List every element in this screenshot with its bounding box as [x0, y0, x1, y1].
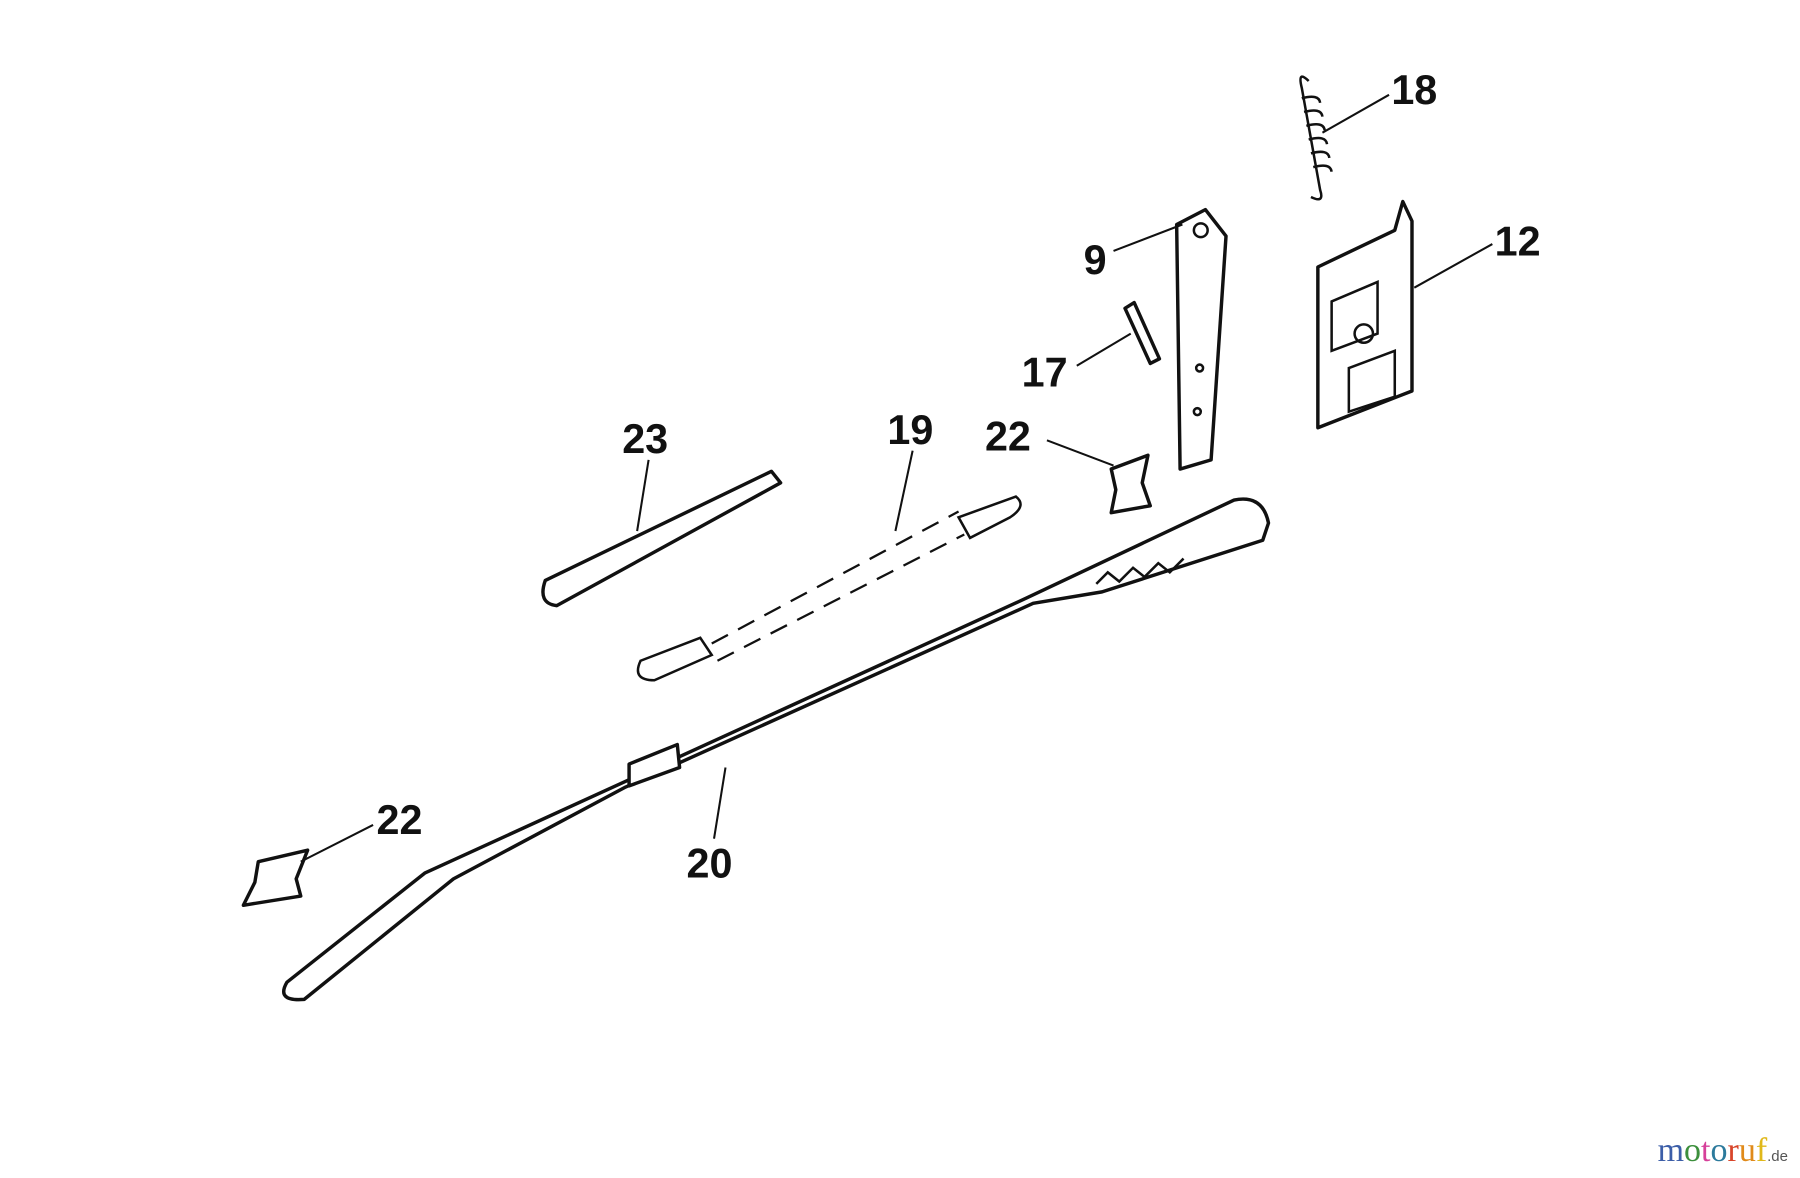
- part-19-spring: [636, 495, 1022, 682]
- part-18-spring: [1299, 75, 1333, 201]
- part-22-clip-upper: [1109, 453, 1152, 515]
- callout-20: 20: [686, 841, 732, 887]
- callout-9: 9: [1084, 237, 1107, 283]
- watermark-letter: r: [1727, 1132, 1739, 1169]
- watermark-logo: motoruf.de: [1658, 1132, 1788, 1170]
- callout-23: 23: [622, 416, 668, 462]
- watermark-letter: f: [1755, 1132, 1768, 1169]
- watermark-letter: o: [1684, 1132, 1702, 1169]
- callout-19: 19: [887, 407, 933, 453]
- part-9-bar: [1174, 207, 1228, 471]
- watermark-letter: o: [1710, 1132, 1728, 1169]
- part-12-bracket: [1316, 199, 1414, 430]
- callout-12: 12: [1495, 219, 1541, 265]
- part-17-pin: [1123, 300, 1162, 366]
- part-22-clip-lower: [241, 848, 310, 907]
- callout-18: 18: [1391, 67, 1437, 113]
- part-23-rod: [541, 469, 783, 608]
- watermark-letter: t: [1701, 1132, 1711, 1169]
- callout-22-lower: 22: [377, 797, 423, 843]
- callout-22-upper: 22: [985, 414, 1031, 460]
- part-20-lever: [282, 497, 1271, 1002]
- leader-lines: [300, 93, 1493, 863]
- watermark-letter: m: [1657, 1132, 1685, 1169]
- callout-17: 17: [1022, 349, 1068, 395]
- watermark-letter: u: [1738, 1132, 1756, 1169]
- watermark-suffix: .de: [1767, 1148, 1788, 1165]
